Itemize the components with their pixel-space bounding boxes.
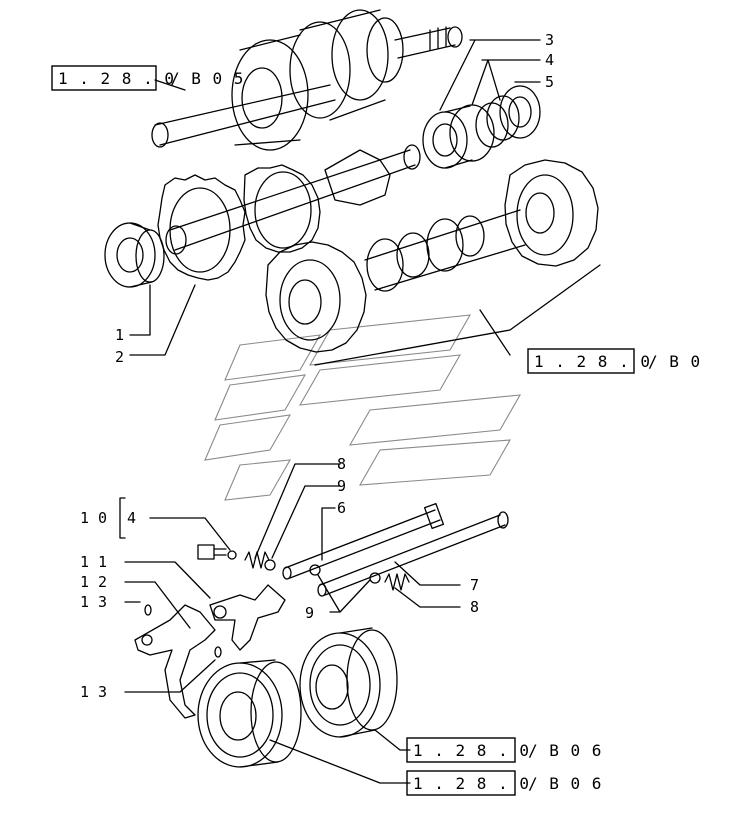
reference-box-text: 1 . 2 8 . 0 — [534, 352, 651, 371]
reference-suffix-text: / B 0 6 — [528, 741, 602, 760]
callout-4: 4 — [545, 51, 554, 69]
callout-11: 1 1 — [80, 553, 107, 571]
detent-ball — [264, 559, 276, 571]
main-shaft-assembly — [151, 9, 463, 151]
callout-5: 5 — [545, 73, 554, 91]
detent-ball — [309, 564, 321, 576]
leader-lines — [119, 39, 601, 784]
callout-9-top: 9 — [337, 477, 346, 495]
callout-8-top: 8 — [337, 455, 346, 473]
callout-10: 1 0 — [80, 509, 107, 527]
callout-9-bottom: 9 — [305, 604, 314, 622]
plug-icon — [197, 544, 237, 560]
reference-box-text: 1 . 2 8 . 0 — [58, 69, 175, 88]
shift-rod-assembly — [197, 502, 509, 597]
reference-suffix-text: / B 0 6 — [528, 774, 602, 793]
synchronizer-icon — [197, 627, 398, 768]
reference-middle: 1 . 2 8 . 0 / B 0 — [527, 348, 701, 374]
spring-icon — [244, 551, 410, 591]
reference-box-text: 1 . 2 8 . 0 — [413, 774, 530, 793]
callout-7: 7 — [470, 576, 479, 594]
shift-fork-icon — [134, 584, 286, 719]
reference-bottom-2: 1 . 2 8 . 0 / B 0 6 — [406, 770, 602, 796]
reference-top: 1 . 2 8 . 0 / B 0 5 — [51, 65, 244, 91]
watermark-logo — [204, 314, 522, 501]
countershaft-assembly — [157, 144, 421, 281]
reference-suffix-text: / B 0 — [648, 352, 701, 371]
detent-ball — [369, 572, 381, 584]
reference-box-text: 1 . 2 8 . 0 — [413, 741, 530, 760]
gear-icon — [231, 9, 404, 151]
callout-2: 2 — [115, 348, 124, 366]
callout-4-left: 4 — [127, 509, 136, 527]
reference-suffix-text: / B 0 5 — [170, 69, 244, 88]
gear-icon — [265, 159, 599, 353]
shaft-icon — [165, 144, 421, 255]
reference-bottom-1: 1 . 2 8 . 0 / B 0 6 — [406, 737, 602, 763]
callout-8-bottom: 8 — [470, 598, 479, 616]
shaft-icon — [282, 502, 509, 597]
bearing-icon — [104, 222, 165, 288]
callout-6: 6 — [337, 499, 346, 517]
callout-1: 1 — [115, 326, 124, 344]
bearing-icon — [422, 85, 541, 169]
callout-3: 3 — [545, 31, 554, 49]
callout-labels: 1 2 3 4 5 6 7 8 8 9 9 1 0 4 1 1 1 2 1 3 … — [80, 31, 554, 701]
callout-12: 1 2 — [80, 573, 107, 591]
callout-13-top: 1 3 — [80, 593, 107, 611]
callout-13-bottom: 1 3 — [80, 683, 107, 701]
